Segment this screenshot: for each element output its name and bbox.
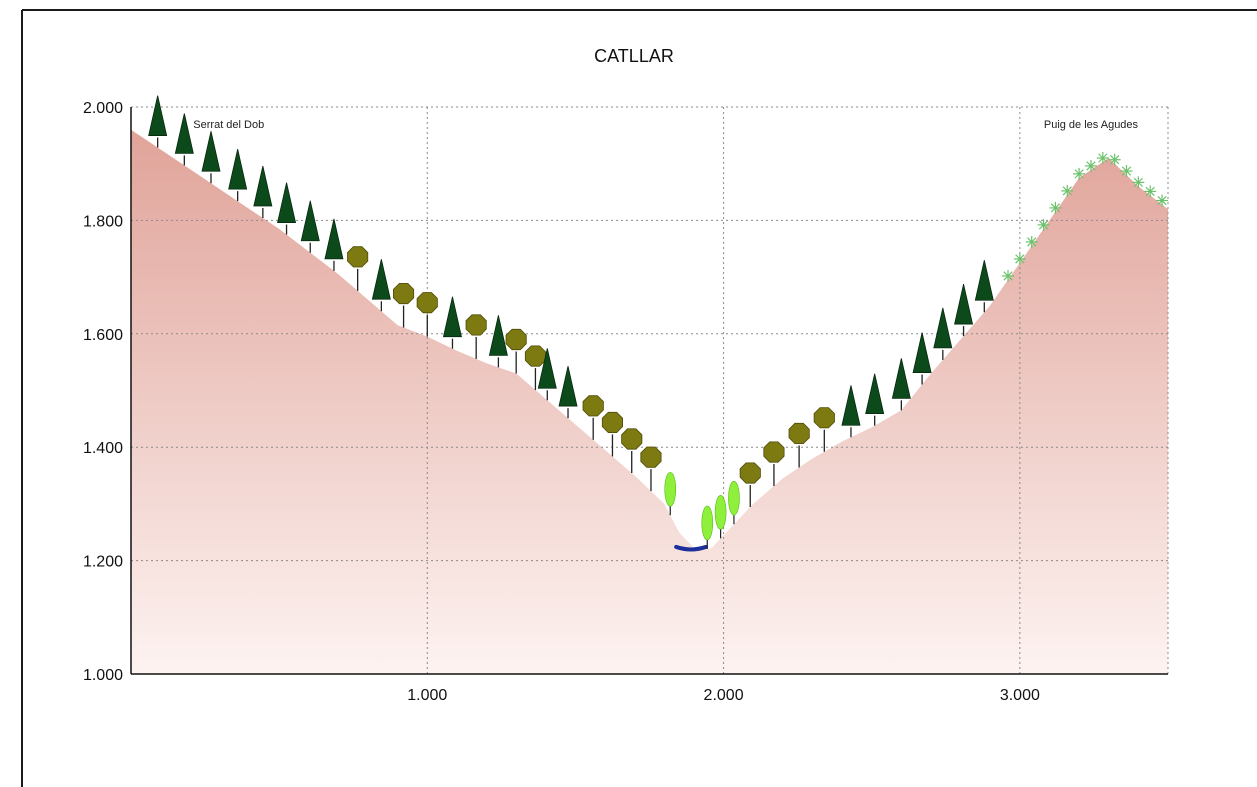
broadleaf-tree-mark [813, 407, 835, 452]
conifer-tree-mark [954, 283, 974, 337]
conifer-tree-mark [324, 218, 344, 271]
x-tick-label: 1.000 [407, 687, 447, 704]
conifer-tree-mark [174, 113, 194, 166]
broadleaf-tree-mark [505, 328, 527, 374]
alpine-shrub-mark [1108, 153, 1121, 166]
broadleaf-tree-mark [416, 292, 438, 337]
conifer-tree-mark [228, 149, 248, 202]
broadleaf-tree-mark [582, 395, 604, 440]
alpine-shrub-mark [1061, 184, 1074, 197]
broadleaf-tree-mark [640, 446, 662, 492]
conifer-tree-mark [488, 315, 508, 368]
alpine-shrub-mark [1013, 252, 1026, 265]
conifer-tree-mark [201, 131, 221, 184]
chart-title: CATLLAR [594, 46, 674, 66]
annotation-label: Serrat del Dob [193, 119, 264, 131]
annotation-label: Puig de les Agudes [1044, 119, 1139, 131]
river-mark [674, 544, 708, 552]
riparian-tree-mark [714, 495, 727, 539]
y-tick-label: 1.800 [83, 213, 123, 230]
conifer-tree-mark [442, 296, 462, 349]
y-tick-label: 2.000 [83, 100, 123, 117]
conifer-tree-mark [300, 200, 320, 253]
broadleaf-tree-mark [392, 282, 415, 328]
broadleaf-tree-mark [621, 428, 643, 473]
conifer-tree-mark [148, 95, 168, 148]
alpine-shrub-mark [1120, 165, 1133, 178]
y-tick-label: 1.600 [83, 327, 123, 344]
conifer-tree-mark [912, 332, 932, 385]
alpine-shrub-mark [1025, 235, 1038, 248]
y-tick-label: 1.200 [83, 554, 123, 571]
y-tick-label: 1.000 [83, 667, 123, 684]
alpine-shrub-mark [1037, 218, 1050, 231]
broadleaf-tree-mark [347, 246, 369, 291]
conifer-tree-mark [537, 348, 557, 401]
alpine-shrub-mark [1084, 159, 1097, 172]
x-tick-label: 3.000 [1000, 687, 1040, 704]
conifer-tree-mark [974, 260, 994, 313]
broadleaf-tree-mark [524, 345, 546, 391]
conifer-tree-mark [841, 385, 861, 438]
conifer-tree-mark [933, 307, 953, 360]
conifer-tree-mark [371, 259, 391, 312]
alpine-shrub-mark [1132, 176, 1145, 189]
riparian-tree-mark [728, 480, 740, 525]
conifer-tree-mark [558, 366, 578, 419]
x-tick-label: 2.000 [704, 687, 744, 704]
broadleaf-tree-mark [465, 314, 487, 359]
terrain-area [131, 129, 1168, 674]
broadleaf-tree-mark [788, 422, 810, 468]
conifer-tree-mark [865, 373, 885, 426]
broadleaf-tree-mark [601, 411, 623, 457]
alpine-shrub-mark [1049, 201, 1062, 214]
broadleaf-tree-mark [763, 441, 785, 487]
alpine-shrub-mark [1002, 269, 1015, 282]
window-border [21, 9, 1257, 787]
y-tick-label: 1.400 [83, 440, 123, 457]
riparian-tree-mark [664, 471, 677, 516]
conifer-tree-mark [277, 182, 297, 235]
alpine-shrub-mark [1073, 167, 1086, 180]
alpine-shrub-mark [1156, 194, 1169, 207]
conifer-tree-mark [891, 358, 911, 411]
conifer-tree-mark [253, 165, 273, 218]
alpine-shrub-mark [1144, 185, 1157, 198]
alpine-shrub-mark [1096, 151, 1109, 164]
broadleaf-tree-mark [739, 462, 761, 508]
riparian-tree-mark [701, 505, 714, 549]
